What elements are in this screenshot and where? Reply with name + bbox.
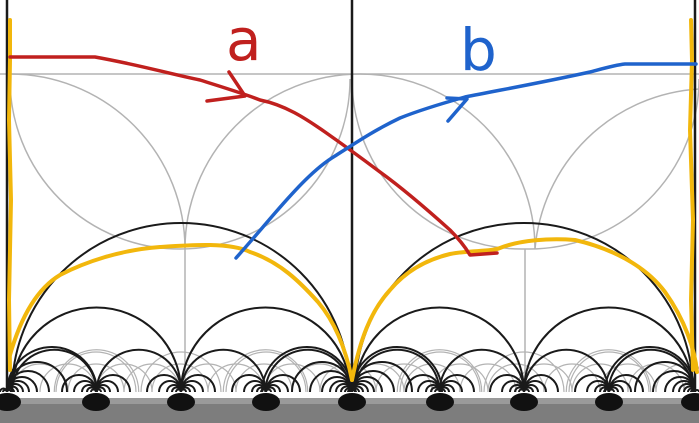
light-arc xyxy=(140,351,222,393)
cusp-fan-arc xyxy=(6,361,68,393)
light-arc xyxy=(396,349,483,393)
dark-arc xyxy=(11,306,182,393)
big-dark-semicircle xyxy=(11,222,351,393)
cusp-blob xyxy=(595,393,623,411)
light-arc xyxy=(534,88,699,250)
secondary-fan-arc xyxy=(265,388,272,393)
dark-arc xyxy=(180,306,351,393)
dark-arc xyxy=(180,348,267,393)
cusp-blob xyxy=(252,393,280,411)
dark-arc xyxy=(523,306,694,393)
cusp-blob xyxy=(426,393,454,411)
yellow-right-vertical xyxy=(688,18,695,372)
light-arc xyxy=(53,349,140,393)
light-arc xyxy=(9,73,186,250)
secondary-fan-arc xyxy=(95,388,102,393)
light-arc xyxy=(351,78,526,250)
curve-a: a xyxy=(8,6,499,257)
light-arc xyxy=(599,363,657,393)
light-arc xyxy=(399,351,481,393)
light-tessellation-lines xyxy=(0,73,699,380)
secondary-fan-arc xyxy=(180,388,187,393)
cusp-fan-arc xyxy=(261,346,353,393)
curve-a-arrowhead xyxy=(205,70,247,103)
dark-geodesic-arcs xyxy=(0,222,699,393)
light-arc xyxy=(487,363,545,393)
light-arc xyxy=(483,351,565,393)
light-arc xyxy=(359,73,536,250)
dark-arc xyxy=(95,348,182,393)
yellow-right-arc xyxy=(350,237,699,382)
bottom-band xyxy=(0,393,699,423)
secondary-fan-arc xyxy=(439,388,446,393)
dark-arc xyxy=(354,306,525,393)
yellow-highlight-curves xyxy=(7,18,699,382)
cusp-fan-arc xyxy=(6,346,98,393)
cusp-blob xyxy=(338,393,366,411)
cusp-blob xyxy=(0,393,21,411)
cusp-blob xyxy=(681,393,699,411)
light-arc xyxy=(184,73,361,250)
curve-b: b xyxy=(234,16,698,260)
light-arc xyxy=(151,363,209,393)
cusp-fan-arc xyxy=(351,346,443,393)
label-b: b xyxy=(460,16,497,84)
cusp-blob xyxy=(82,393,110,411)
light-arc xyxy=(565,349,652,393)
secondary-fan-arc xyxy=(523,388,530,393)
cusp-fans xyxy=(0,393,699,411)
secondary-fan-arc xyxy=(608,388,615,393)
cusp-fan-arc xyxy=(694,389,699,393)
cusp-fan-arc xyxy=(351,389,357,393)
yellow-left-vertical xyxy=(7,18,13,372)
label-a: a xyxy=(226,6,262,74)
cusp-fan-arc xyxy=(604,346,696,393)
light-arc xyxy=(222,349,309,393)
light-arc xyxy=(55,351,137,393)
curve-a-path xyxy=(8,55,499,257)
cusp-blob xyxy=(167,393,195,411)
cusp-fan-arc xyxy=(351,361,413,393)
yellow-left-arc xyxy=(8,243,354,382)
light-arc xyxy=(235,363,293,393)
light-arc xyxy=(571,363,629,393)
curve-b-arrowhead xyxy=(445,96,469,123)
cusp-blob xyxy=(510,393,538,411)
dark-arc xyxy=(438,348,525,393)
light-arc xyxy=(568,351,650,393)
dark-arc xyxy=(523,348,610,393)
light-arc xyxy=(67,363,125,393)
cusp-fan-arc xyxy=(6,389,12,393)
curve-b-path xyxy=(234,62,698,260)
light-arc xyxy=(9,78,181,250)
light-arc xyxy=(39,363,97,393)
light-arc xyxy=(524,78,699,250)
